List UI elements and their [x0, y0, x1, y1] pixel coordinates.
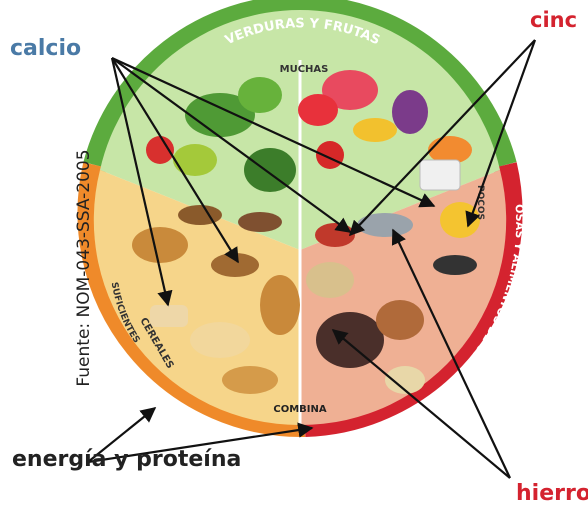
cinc-label: cinc: [530, 8, 578, 32]
beans-icon: [316, 312, 384, 368]
callout-arrows: [87, 39, 537, 479]
cinc-arrow-1: [348, 39, 536, 237]
calcio-arrow-4: [111, 57, 352, 233]
calcio-arrow-2: [111, 57, 239, 264]
calcio-arrow-3: [111, 57, 436, 208]
source-note: Fuente: NOM-043-SSA-2005: [74, 149, 94, 387]
grapes-icon: [392, 90, 428, 134]
fish-icon: [357, 213, 413, 237]
right-amount-label: POCOS: [475, 185, 485, 220]
energia-arrow-2: [87, 422, 314, 464]
top-amount-label: MUCHAS: [280, 64, 329, 75]
cinc-arrow-2: [465, 39, 537, 228]
lettuce-icon: [185, 93, 255, 137]
hierro-arrow-2: [331, 329, 511, 479]
energia-arrow-1: [87, 407, 157, 463]
watermelon-icon: [322, 70, 378, 110]
calcio-label: calcio: [10, 36, 82, 61]
hierro-label: hierro: [516, 481, 588, 506]
broccoli-icon: [244, 148, 296, 192]
energia-proteina-label: energía y proteína: [12, 447, 242, 472]
calcio-arrow-1: [110, 57, 173, 307]
bread-icon: [132, 227, 188, 263]
tortilla-icon: [190, 322, 250, 358]
hierro-arrow-1: [391, 228, 511, 479]
bottom-amount-label: COMBINA: [273, 404, 327, 415]
